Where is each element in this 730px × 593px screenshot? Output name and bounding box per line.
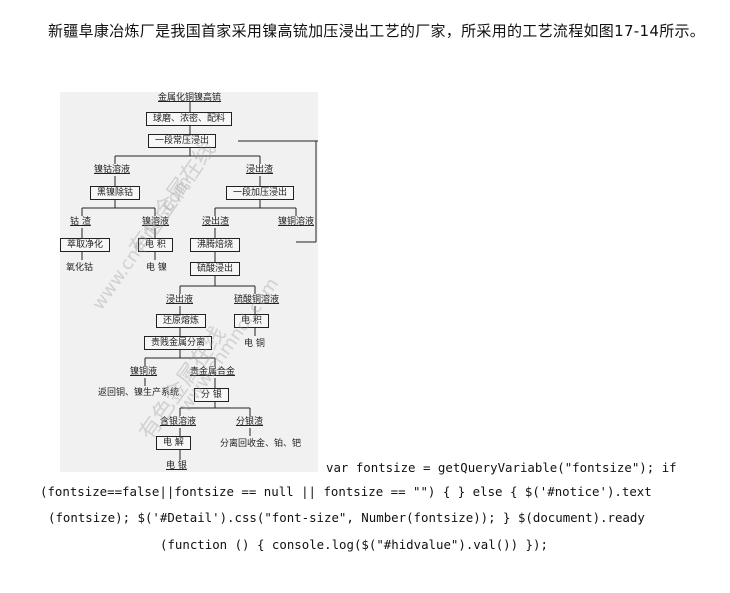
node-silver-cathode: 电 银 xyxy=(166,461,187,471)
node-fluid-roast: 沸腾焙烧 xyxy=(190,238,241,252)
node-nickel-cathode: 电 镍 xyxy=(146,263,167,273)
node-leach-residue-2: 浸出渣 xyxy=(202,217,230,227)
node-cobalt-oxide: 氧化钴 xyxy=(66,263,94,273)
node-silver-residue: 分银渣 xyxy=(236,417,264,427)
node-silver-separation: 分 银 xyxy=(194,388,229,402)
node-return-system: 返回铜、镍生产系统 xyxy=(98,388,180,398)
node-atmospheric-leach: 一段常压浸出 xyxy=(148,134,217,148)
code-text-line-1: var fontsize = getQueryVariable("fontsiz… xyxy=(326,460,677,475)
node-copper-cathode: 电 铜 xyxy=(244,339,265,349)
node-ni-co-solution: 镍钴溶液 xyxy=(94,165,131,175)
node-ni-cu-liquor: 镍铜液 xyxy=(130,367,158,377)
node-electrolysis: 电 解 xyxy=(156,436,191,450)
node-pressure-leach: 一段加压浸出 xyxy=(226,186,295,200)
node-leach-residue-1: 浸出渣 xyxy=(246,165,274,175)
node-cobalt-residue: 钴 渣 xyxy=(70,217,91,227)
node-silver-solution: 含银溶液 xyxy=(160,417,197,427)
node-recover-au-pt-pd: 分离回收金、铂、钯 xyxy=(220,439,302,449)
process-flowchart-image: 金属化铜镍高锍 球磨、浓密、配料 一段常压浸出 镍钴溶液 浸出渣 黑镍除钴 一段… xyxy=(60,92,318,472)
node-precious-separation: 贵贱金属分离 xyxy=(144,336,213,350)
node-copper-sulfate: 硫酸铜溶液 xyxy=(234,295,280,305)
node-black-nickel: 黑镍除钴 xyxy=(90,186,141,200)
intro-paragraph: 新疆阜康冶炼厂是我国首家采用镍高锍加压浸出工艺的厂家，所采用的工艺流程如图17-… xyxy=(48,22,706,40)
node-extraction: 萃取净化 xyxy=(60,238,111,252)
node-nickel-solution: 镍溶液 xyxy=(142,217,170,227)
node-precious-alloy: 贵金属合金 xyxy=(190,367,236,377)
flowchart-connectors xyxy=(81,102,318,460)
node-grinding: 球磨、浓密、配料 xyxy=(146,112,233,126)
node-metal-matte: 金属化铜镍高锍 xyxy=(158,93,222,103)
code-text-line-4: (function () { console.log($("#hidvalue"… xyxy=(160,537,548,552)
node-reduction-smelt: 还原熔炼 xyxy=(156,314,207,328)
node-ni-cu-solution: 镍铜溶液 xyxy=(278,217,315,227)
node-leach-liquor: 浸出液 xyxy=(166,295,194,305)
node-electrowin-cu: 电 积 xyxy=(234,314,269,328)
code-text-line-2: (fontsize==false||fontsize == null || fo… xyxy=(40,484,652,499)
node-electrowin-ni: 电 积 xyxy=(138,238,173,252)
node-sulfuric-leach: 硫酸浸出 xyxy=(190,262,241,276)
code-text-line-3: (fontsize); $('#Detail').css("font-size"… xyxy=(48,510,645,525)
